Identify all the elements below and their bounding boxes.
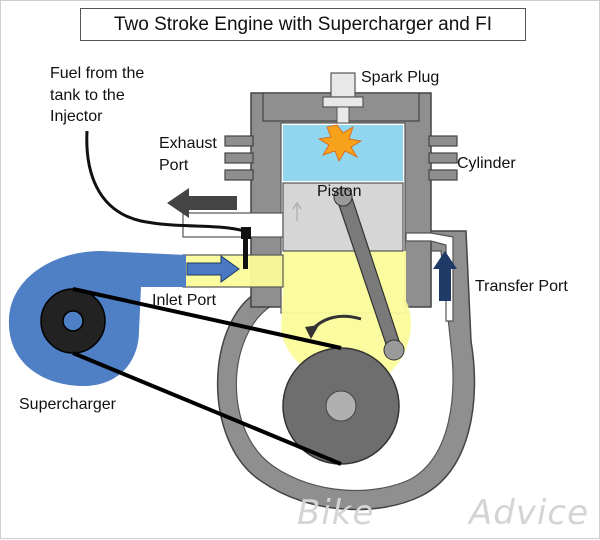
drive-belt-upper xyxy=(72,287,342,350)
drive-belt-lower xyxy=(72,351,342,466)
piston-motion-arrow xyxy=(292,201,302,221)
fuel-line xyxy=(85,130,246,233)
exhaust-port-label: Exhaust Port xyxy=(159,133,217,176)
fuel-label-line-1: Fuel from the xyxy=(50,65,145,82)
exhaust-label-line-2: Port xyxy=(159,156,189,174)
transfer-port-label: Transfer Port xyxy=(475,278,568,295)
fuel-label: Fuel from the tank to the Injector xyxy=(50,63,144,128)
cylinder-label: Cylinder xyxy=(457,155,516,172)
transfer-channel xyxy=(405,232,454,322)
exhaust-label-line-1: Exhaust xyxy=(159,135,217,152)
fuel-label-line-3: Injector xyxy=(50,108,103,126)
spark-plug xyxy=(330,72,356,98)
exhaust-arrow xyxy=(167,188,237,218)
spark-burst xyxy=(317,124,363,162)
fuel-injector-nozzle xyxy=(243,239,248,269)
crank-center xyxy=(325,390,357,422)
supercharger-label: Supercharger xyxy=(19,396,116,413)
cooling-fins-right xyxy=(428,135,458,181)
spark-plug-tip xyxy=(336,106,350,124)
inlet-arrow xyxy=(186,255,240,283)
wrist-pin xyxy=(333,187,353,207)
crank-pin xyxy=(383,339,405,361)
watermark-advice: Advice xyxy=(469,493,590,533)
spark-plug-base xyxy=(322,96,364,108)
rotation-arrowhead xyxy=(305,325,319,339)
transfer-arrow xyxy=(433,251,457,301)
cooling-fins-left xyxy=(224,135,254,181)
supercharger-hub xyxy=(62,310,84,332)
fuel-label-line-2: tank to the xyxy=(50,86,125,104)
inlet-port-label: Inlet Port xyxy=(152,292,217,309)
fuel-injector xyxy=(241,227,251,239)
piston-label: Piston xyxy=(317,183,362,200)
diagram-title: Two Stroke Engine with Supercharger and … xyxy=(113,14,493,35)
title-box: Two Stroke Engine with Supercharger and … xyxy=(80,8,526,41)
watermark-bike: Bike xyxy=(297,493,375,533)
spark-plug-label: Spark Plug xyxy=(361,69,440,86)
